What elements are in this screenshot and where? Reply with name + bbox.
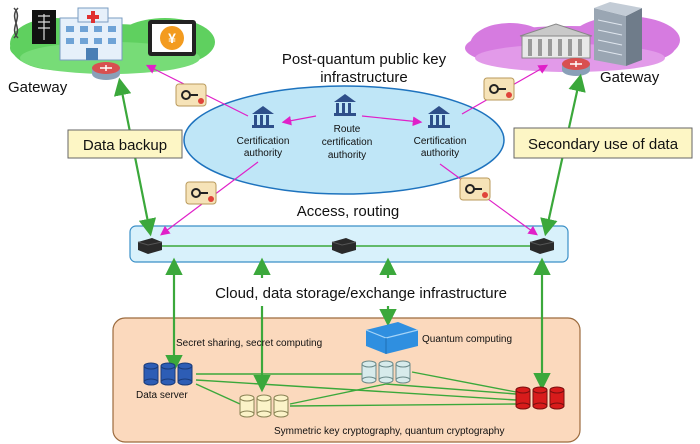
database-icon	[515, 386, 565, 410]
gateway-right-label: Gateway	[600, 69, 660, 86]
data-backup-box	[67, 129, 183, 159]
quantum-computer-icon	[365, 322, 419, 354]
access-routing-label: Access, routing	[297, 203, 400, 220]
bank-building-icon	[519, 23, 593, 59]
dna-icon	[13, 7, 19, 39]
cloud-label-box	[188, 278, 534, 306]
pki-title-line1: Post-quantum public key	[282, 51, 447, 68]
yen-symbol: ¥	[168, 30, 176, 46]
secret-sharing-label: Secret sharing, secret computing	[176, 338, 322, 349]
pki-title-line2: infrastructure	[320, 69, 408, 86]
ca-right-line2: authority	[421, 148, 459, 159]
ca-left-line1: Certification	[237, 136, 290, 147]
key-certificate-icon	[483, 77, 515, 101]
key-certificate-icon	[175, 83, 207, 107]
server-connections	[195, 371, 517, 407]
database-icon	[239, 394, 289, 418]
secondary-use-label: Secondary use of data	[528, 136, 679, 153]
data-backup-label: Data backup	[83, 137, 167, 154]
ca-center-line3: authority	[328, 150, 366, 161]
database-icon	[361, 360, 411, 384]
ca-left-line2: authority	[244, 148, 282, 159]
data-server-label: Data server	[136, 390, 188, 401]
gateway-right-router-icon	[561, 57, 591, 77]
xray-icon	[32, 10, 56, 44]
symmetric-crypto-label: Symmetric key cryptography, quantum cryp…	[274, 426, 504, 437]
ca-center-line2: certification	[322, 137, 373, 148]
ca-center-line1: Route	[334, 124, 361, 135]
office-building-icon	[594, 2, 642, 66]
quantum-computing-label: Quantum computing	[422, 334, 512, 345]
tablet-yen-icon: ¥	[148, 20, 196, 56]
computing-area-box	[112, 317, 581, 443]
key-certificate-icon	[459, 177, 491, 201]
key-certificate-icon	[185, 181, 217, 205]
ca-right-line1: Certification	[414, 136, 467, 147]
hospital-icon	[59, 7, 123, 61]
database-icon	[143, 362, 193, 386]
gateway-left-router-icon	[91, 61, 121, 81]
gateway-left-label: Gateway	[8, 79, 68, 96]
cloud-label: Cloud, data storage/exchange infrastruct…	[215, 285, 507, 302]
secondary-use-box	[513, 127, 693, 159]
